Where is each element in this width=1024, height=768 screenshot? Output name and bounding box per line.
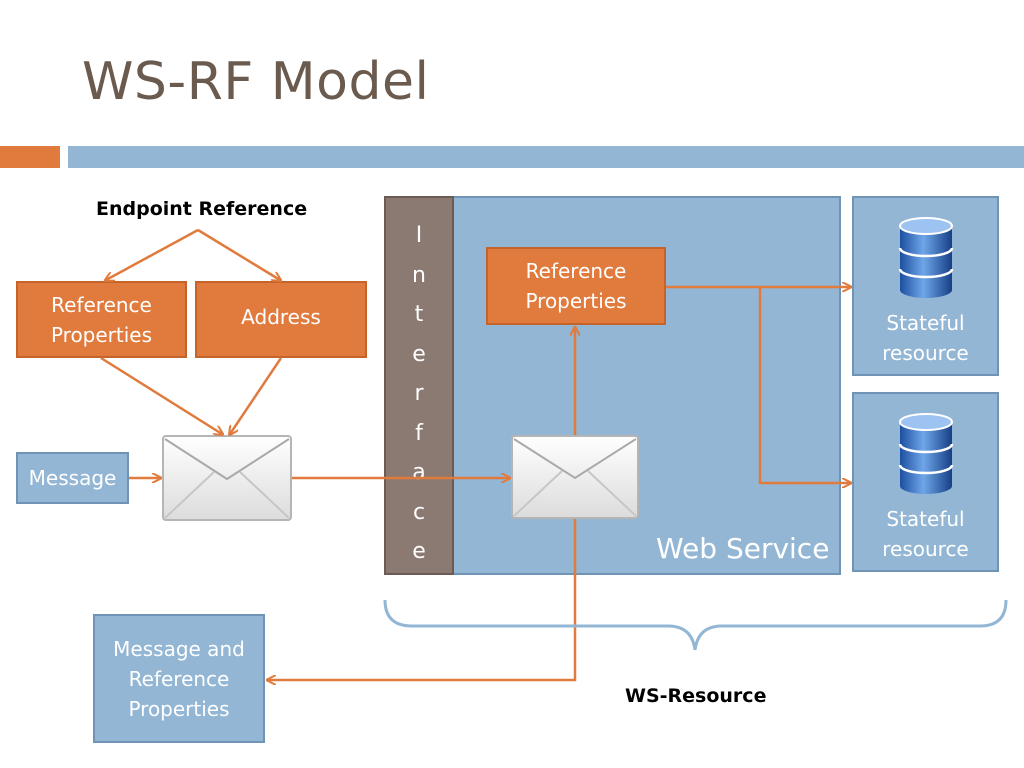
epr-reference-properties-box: Reference Properties xyxy=(16,281,187,358)
stateful-resource-2-text: Stateful resource xyxy=(882,507,969,561)
interface-letter: f xyxy=(415,420,423,446)
interface-letter: t xyxy=(414,302,424,327)
message-box: Message xyxy=(16,452,129,504)
interface-letter: e xyxy=(412,539,426,564)
interface-letter: c xyxy=(412,499,426,525)
database-icon xyxy=(898,413,954,494)
interface-letter: e xyxy=(412,341,426,367)
ws-reference-properties-box: Reference Properties xyxy=(486,247,666,325)
stateful-resource-1-text: Stateful resource xyxy=(882,311,969,365)
message-and-reference-properties-text: Message and Reference Properties xyxy=(113,636,245,721)
endpoint-reference-label: Endpoint Reference xyxy=(96,198,308,220)
interface-bar: I n t e r f a c e xyxy=(384,196,454,575)
epr-reference-properties-text: Reference Properties xyxy=(50,292,153,347)
arrow-epr-to-refprops xyxy=(106,228,199,280)
arrow-refprops-to-envelope xyxy=(100,356,222,434)
message-and-reference-properties-box: Message and Reference Properties xyxy=(93,614,265,743)
envelope-icon xyxy=(162,435,292,521)
arrow-address-to-envelope xyxy=(230,357,283,434)
header-bar xyxy=(68,146,1024,168)
message-text: Message xyxy=(28,466,117,490)
interface-letter: r xyxy=(414,381,424,406)
epr-address-text: Address xyxy=(241,304,321,329)
envelope-icon xyxy=(511,435,639,519)
web-service-label: Web Service xyxy=(656,532,830,565)
slide-title: WS-RF Model xyxy=(82,52,430,112)
interface-letter: n xyxy=(412,262,426,288)
interface-letter: I xyxy=(415,223,423,248)
ws-resource-label: WS-Resource xyxy=(625,685,767,707)
stateful-resource-1: Stateful resource xyxy=(852,196,999,376)
brace-icon xyxy=(383,599,1008,651)
header-bar-accent xyxy=(0,146,60,168)
epr-address-box: Address xyxy=(195,281,367,358)
ws-reference-properties-text: Reference Properties xyxy=(525,259,627,313)
stateful-resource-2: Stateful resource xyxy=(852,392,999,572)
arrow-epr-to-address xyxy=(197,228,280,280)
interface-letter: a xyxy=(412,460,426,485)
database-icon xyxy=(898,217,954,298)
